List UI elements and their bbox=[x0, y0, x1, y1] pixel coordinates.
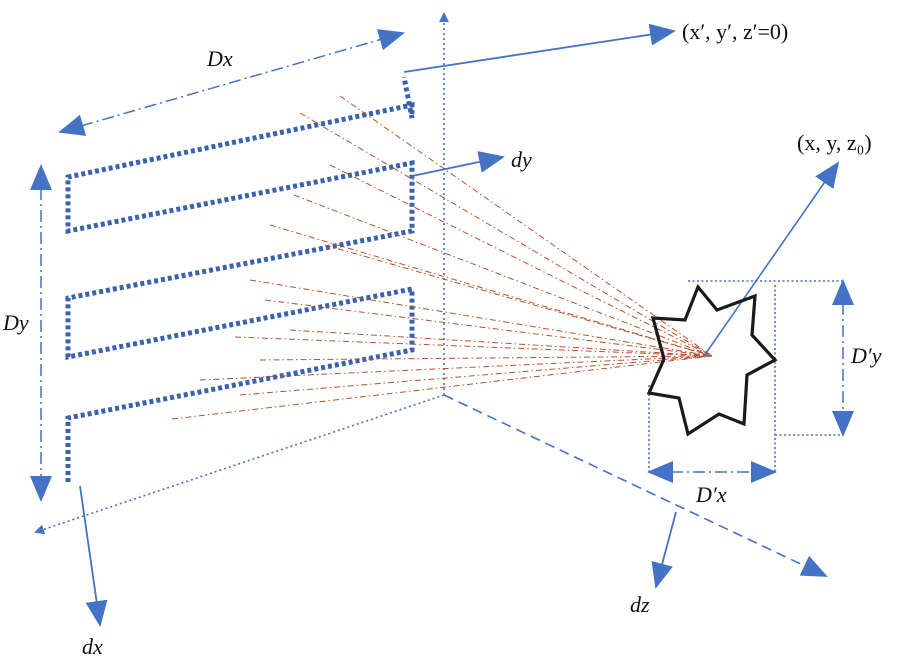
scan-path bbox=[65, 76, 415, 482]
dy-step-pointer bbox=[411, 151, 505, 177]
object-point-label: (x, y, z₀) bbox=[797, 130, 872, 155]
object-height-label: D′y bbox=[850, 343, 882, 368]
dy-span-label: Dy bbox=[2, 310, 29, 335]
dy-step-label: dy bbox=[511, 147, 532, 172]
star-object bbox=[646, 283, 778, 437]
hologram-plane-label: (x′, y′, z′=0) bbox=[682, 19, 788, 44]
propagation-rays bbox=[171, 95, 713, 420]
dx-span-arrow bbox=[58, 29, 405, 136]
coordinate-axes bbox=[34, 12, 828, 577]
object-width-label: D′x bbox=[695, 482, 727, 507]
dx-step-label: dx bbox=[82, 634, 103, 658]
dx-step-pointer bbox=[79, 485, 108, 627]
hologram-plane-pointer bbox=[403, 23, 676, 73]
dx-span-label: Dx bbox=[206, 46, 233, 71]
dz-step-pointer bbox=[651, 511, 677, 589]
z-axis bbox=[443, 394, 828, 577]
object-point-pointer bbox=[703, 161, 840, 357]
dz-step-label: dz bbox=[630, 592, 650, 617]
x-axis bbox=[34, 394, 445, 535]
object-bounding-box bbox=[648, 280, 843, 474]
